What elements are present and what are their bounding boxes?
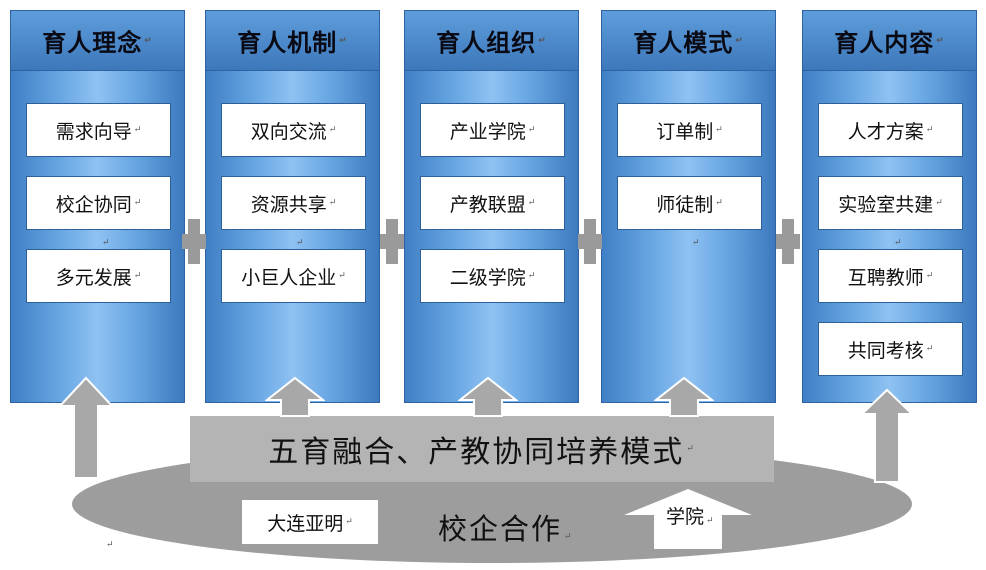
column-title: 育人模式↵: [602, 11, 775, 71]
up-arrow-icon: [58, 376, 114, 479]
column-philosophy: 育人理念↵ 需求向导↵ 校企协同↵ 多元发展↵: [10, 10, 185, 403]
college-arrow-shape: [624, 489, 752, 549]
column-title: 育人内容↵: [803, 11, 976, 71]
column-mechanism: 育人机制↵ 双向交流↵ 资源共享↵ 小巨人企业↵: [205, 10, 380, 403]
plus-icon: [776, 219, 800, 264]
up-arrow-icon: [265, 376, 325, 417]
item-card: 双向交流↵: [221, 103, 366, 157]
paragraph-mark-icon: ↵: [894, 238, 902, 248]
item-card: 需求向导↵: [26, 103, 171, 157]
item-card: 订单制↵: [617, 103, 762, 157]
paragraph-mark-icon: ↵: [296, 238, 304, 248]
item-card: 共同考核↵: [818, 322, 963, 376]
paragraph-mark-icon: ↵: [102, 238, 110, 248]
item-card: 资源共享↵: [221, 176, 366, 230]
item-card: 人才方案↵: [818, 103, 963, 157]
plus-icon: [380, 219, 404, 264]
paragraph-mark-icon: ↵: [692, 238, 700, 248]
plus-icon: [182, 219, 206, 264]
column-content: 育人内容↵ 人才方案↵ 实验室共建↵ 互聘教师↵ 共同考核↵: [802, 10, 977, 403]
item-card: 产教联盟↵: [420, 176, 565, 230]
enterprise-label: 大连亚明↵: [242, 500, 378, 544]
up-arrow-icon: [458, 376, 518, 417]
column-organization: 育人组织↵ 产业学院↵ 产教联盟↵ 二级学院↵: [404, 10, 579, 403]
training-mode-band: 五育融合、产教协同培养模式↵: [190, 416, 774, 482]
item-card: 实验室共建↵: [818, 176, 963, 230]
paragraph-mark-icon: ↵: [686, 444, 696, 454]
band-label: 五育融合、产教协同培养模式: [268, 435, 685, 470]
column-title: 育人理念↵: [11, 11, 184, 71]
column-title: 育人机制↵: [206, 11, 379, 71]
item-card: 二级学院↵: [420, 249, 565, 303]
plus-icon: [578, 219, 602, 264]
up-arrow-icon: [860, 388, 914, 483]
up-arrow-icon: [654, 376, 714, 417]
item-card: 多元发展↵: [26, 249, 171, 303]
base-label: 校企合作↵: [438, 512, 574, 546]
item-card: 校企协同↵: [26, 176, 171, 230]
column-mode: 育人模式↵ 订单制↵ 师徒制↵: [601, 10, 776, 403]
item-card: 小巨人企业↵: [221, 249, 366, 303]
college-label: 学院↵: [666, 506, 714, 528]
paragraph-mark-icon: ↵: [106, 540, 114, 550]
item-card: 产业学院↵: [420, 103, 565, 157]
item-card: 互聘教师↵: [818, 249, 963, 303]
column-title: 育人组织↵: [405, 11, 578, 71]
item-card: 师徒制↵: [617, 176, 762, 230]
